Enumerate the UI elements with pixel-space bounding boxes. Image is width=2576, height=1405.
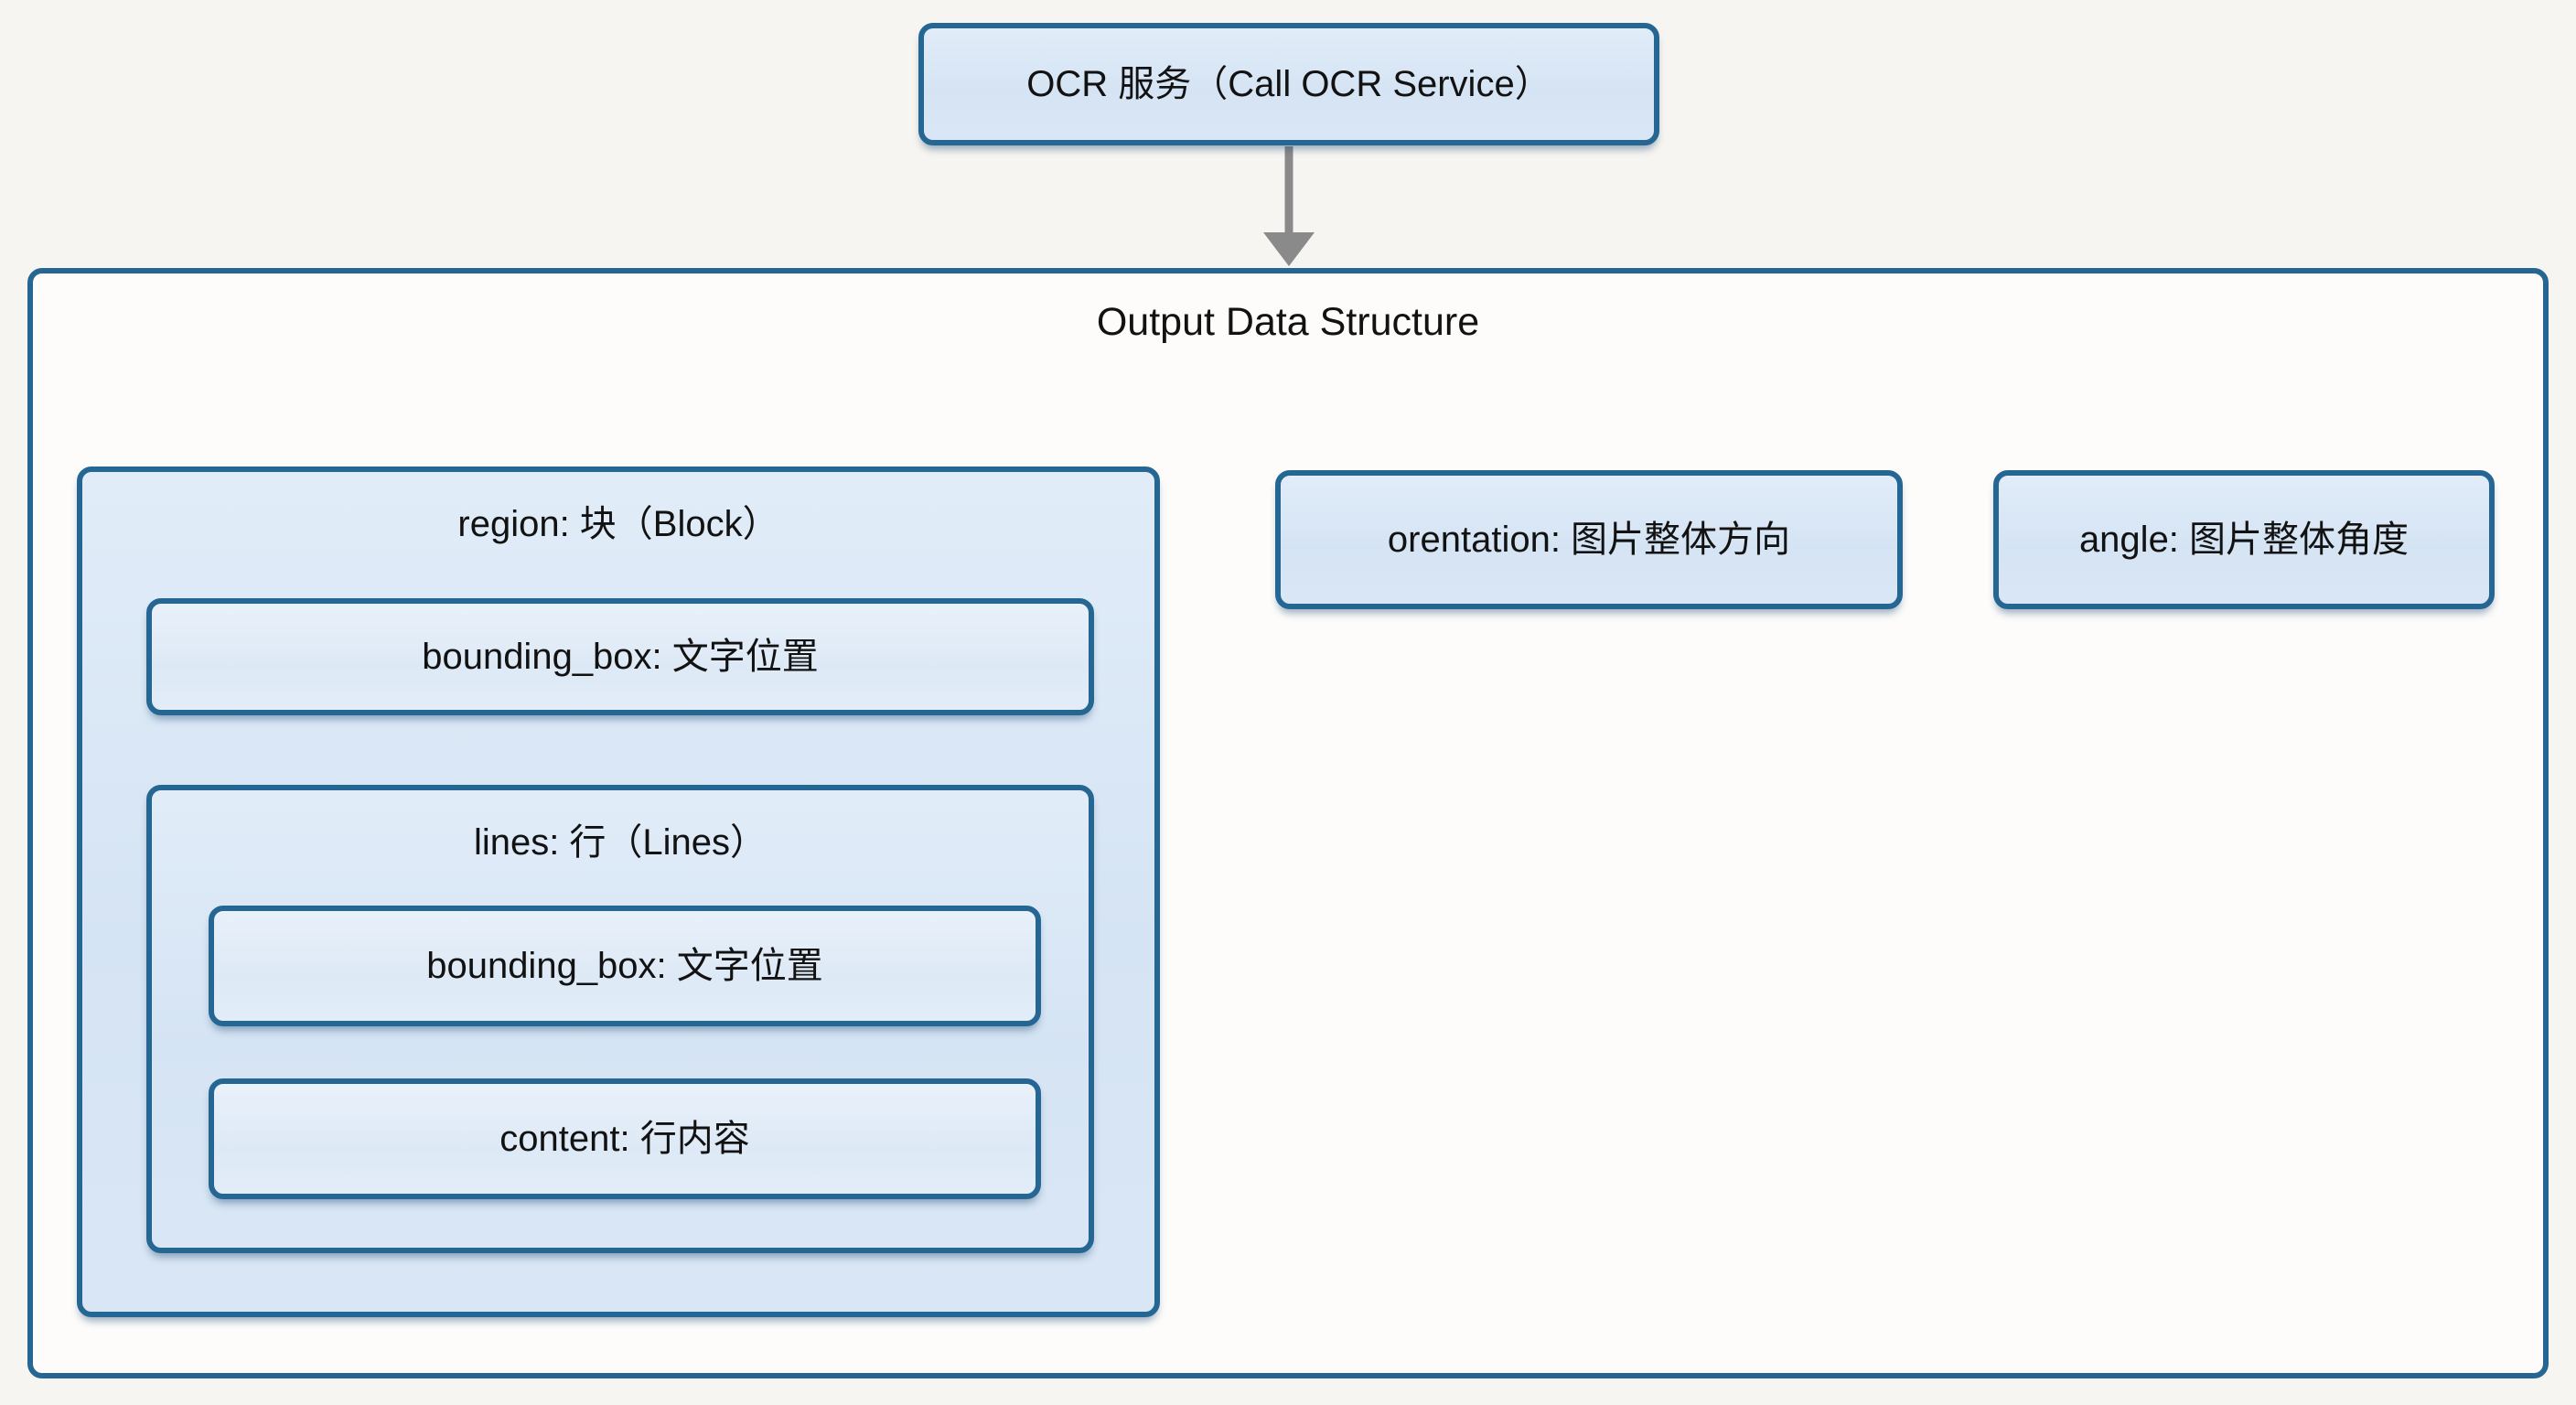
node-angle-label: angle: 图片整体角度 [2078,520,2410,560]
node-orientation: orentation: 图片整体方向 [1275,470,1903,609]
node-lines-bounding-box-label: bounding_box: 文字位置 [426,946,823,986]
arrow-head-icon [1263,232,1315,266]
group-lines-rest: : 行（Lines） [549,822,767,863]
node-content: content: 行内容 [209,1078,1041,1199]
group-output-data-structure-title: Output Data Structure [1096,300,1480,344]
node-angle: angle: 图片整体角度 [1993,470,2495,609]
node-region-bounding-box-label: bounding_box: 文字位置 [422,637,819,677]
node-ocr-service-label: OCR 服务（Call OCR Service） [1026,64,1551,104]
node-lines-bounding-box: bounding_box: 文字位置 [209,906,1041,1026]
node-ocr-service: OCR 服务（Call OCR Service） [918,23,1659,145]
group-lines-key: lines [473,822,550,863]
node-content-label: content: 行内容 [499,1119,750,1159]
group-region-rest: : 块（Block） [559,504,779,544]
node-orientation-label: orentation: 图片整体方向 [1387,520,1791,560]
group-region-key: region [457,504,560,544]
node-region-bounding-box: bounding_box: 文字位置 [146,598,1094,715]
group-region-title: region: 块（Block） [77,494,1160,547]
group-lines-title: lines: 行（Lines） [146,812,1094,865]
